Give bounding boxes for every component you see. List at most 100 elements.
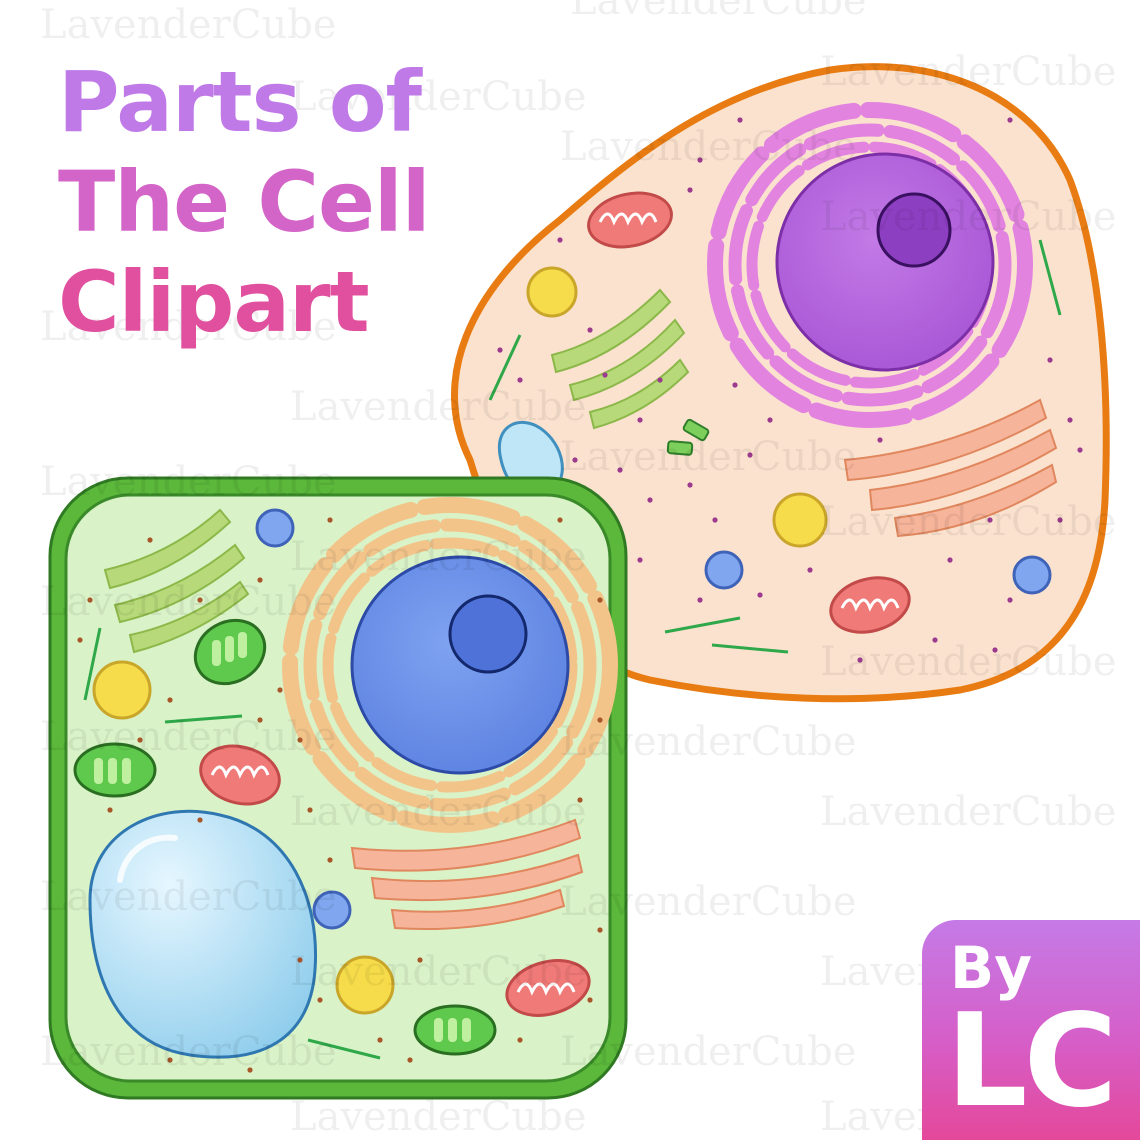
badge-by-text: By <box>950 934 1033 1002</box>
watermark-text: LavenderCube <box>40 1029 336 1075</box>
animal-mitochondrion <box>829 576 911 634</box>
watermark-text: LavenderCube <box>820 499 1116 545</box>
plant-lysosome <box>335 955 395 1015</box>
animal-mitochondrion <box>587 191 673 249</box>
ribosome-dot <box>597 927 603 933</box>
ribosome-dot <box>932 637 938 643</box>
ribosome-dot <box>1067 417 1073 423</box>
ribosome-dot <box>167 1057 173 1063</box>
watermark-layer: LavenderCube LavenderCube LavenderCube L… <box>40 0 1116 1140</box>
ribosome-dot <box>517 377 523 383</box>
animal-microtubules <box>488 239 1062 654</box>
ribosome-dot <box>257 577 263 583</box>
plant-central-vacuole <box>88 809 318 1059</box>
ribosome-dot <box>137 737 143 743</box>
ribosome-dot <box>687 187 693 193</box>
animal-ribosomes <box>497 117 1083 663</box>
animal-centriole <box>666 418 710 456</box>
watermark-text: LavenderCube <box>560 124 856 170</box>
ribosome-dot <box>697 157 703 163</box>
watermark-text: LavenderCube <box>40 459 336 505</box>
ribosome-dot <box>497 347 503 353</box>
watermark-text: LavenderCube <box>820 194 1116 240</box>
ribosome-dot <box>417 957 423 963</box>
brand-badge: By LC <box>922 920 1140 1140</box>
ribosome-dot <box>637 417 643 423</box>
ribosome-dot <box>587 327 593 333</box>
ribosome-dot <box>517 1037 523 1043</box>
ribosome-dot <box>587 997 593 1003</box>
watermark-text: LavenderCube <box>560 1029 856 1075</box>
plant-ribosomes <box>77 517 603 1073</box>
watermark-text: LavenderCube <box>820 639 1116 685</box>
plant-mitochondrion <box>199 744 281 806</box>
ribosome-dot <box>277 687 283 693</box>
ribosome-dot <box>197 597 203 603</box>
watermark-text: LavenderCube <box>290 534 586 580</box>
ribosome-dot <box>1007 117 1013 123</box>
ribosome-dot <box>687 482 693 488</box>
watermark-text: LavenderCube <box>40 304 336 350</box>
ribosome-dot <box>147 537 153 543</box>
page-title: Parts of The Cell Clipart <box>58 52 431 352</box>
title-line-3: Clipart <box>58 253 370 351</box>
ribosome-dot <box>757 592 763 598</box>
title-line-1: Parts of <box>58 53 422 151</box>
watermark-text: LavenderCube <box>560 719 856 765</box>
ribosome-dot <box>1047 357 1053 363</box>
ribosome-dot <box>597 717 603 723</box>
watermark-text: LavenderCube <box>560 879 856 925</box>
watermark-text: LavenderCube <box>570 0 866 24</box>
plant-smooth-er <box>103 508 250 654</box>
plant-vesicle <box>312 890 352 930</box>
ribosome-dot <box>257 717 263 723</box>
plant-cell <box>48 476 628 1100</box>
ribosome-dot <box>247 1067 253 1073</box>
ribosome-dot <box>297 957 303 963</box>
ribosome-dot <box>197 817 203 823</box>
plant-chloroplast <box>413 1004 497 1056</box>
watermark-text: LavenderCube <box>290 789 586 835</box>
ribosome-dot <box>807 567 813 573</box>
animal-lysosome <box>526 266 578 318</box>
ribosome-dot <box>647 497 653 503</box>
ribosome-dot <box>407 1057 413 1063</box>
watermark-text: LavenderCube <box>290 949 586 995</box>
ribosome-dot <box>747 452 753 458</box>
plant-nucleus <box>350 555 570 775</box>
plant-chloroplast <box>73 742 157 798</box>
watermark-text: LavenderCube <box>40 714 336 760</box>
ribosome-dot <box>77 637 83 643</box>
plant-vesicle <box>255 508 295 548</box>
ribosome-dot <box>557 237 563 243</box>
ribosome-dot <box>992 647 998 653</box>
animal-nucleus <box>775 152 995 372</box>
animal-vesicle <box>704 550 744 590</box>
plant-nucleolus <box>448 594 528 674</box>
ribosome-dot <box>167 697 173 703</box>
ribosome-dot <box>1007 597 1013 603</box>
animal-er <box>707 102 1033 428</box>
plant-chloroplast <box>193 618 267 686</box>
ribosome-dot <box>87 597 93 603</box>
watermark-text: LavenderCube <box>290 74 586 120</box>
ribosome-dot <box>737 117 743 123</box>
watermark-text: LavenderCube <box>40 2 336 48</box>
watermark-text: LavenderCube <box>290 1094 586 1140</box>
badge-logo-initials: LC <box>946 987 1118 1136</box>
animal-nucleolus <box>876 192 952 268</box>
ribosome-dot <box>767 417 773 423</box>
ribosome-dot <box>697 597 703 603</box>
ribosome-dot <box>297 737 303 743</box>
watermark-text: LavenderCube <box>560 434 856 480</box>
plant-microtubules <box>83 627 381 1060</box>
title-line-2: The Cell <box>58 153 431 251</box>
ribosome-dot <box>602 372 608 378</box>
plant-golgi <box>350 818 584 931</box>
watermark-text: LavenderCube <box>820 49 1116 95</box>
ribosome-dot <box>577 797 583 803</box>
ribosome-dot <box>732 382 738 388</box>
ribosome-dot <box>947 557 953 563</box>
animal-lysosome <box>772 492 828 548</box>
